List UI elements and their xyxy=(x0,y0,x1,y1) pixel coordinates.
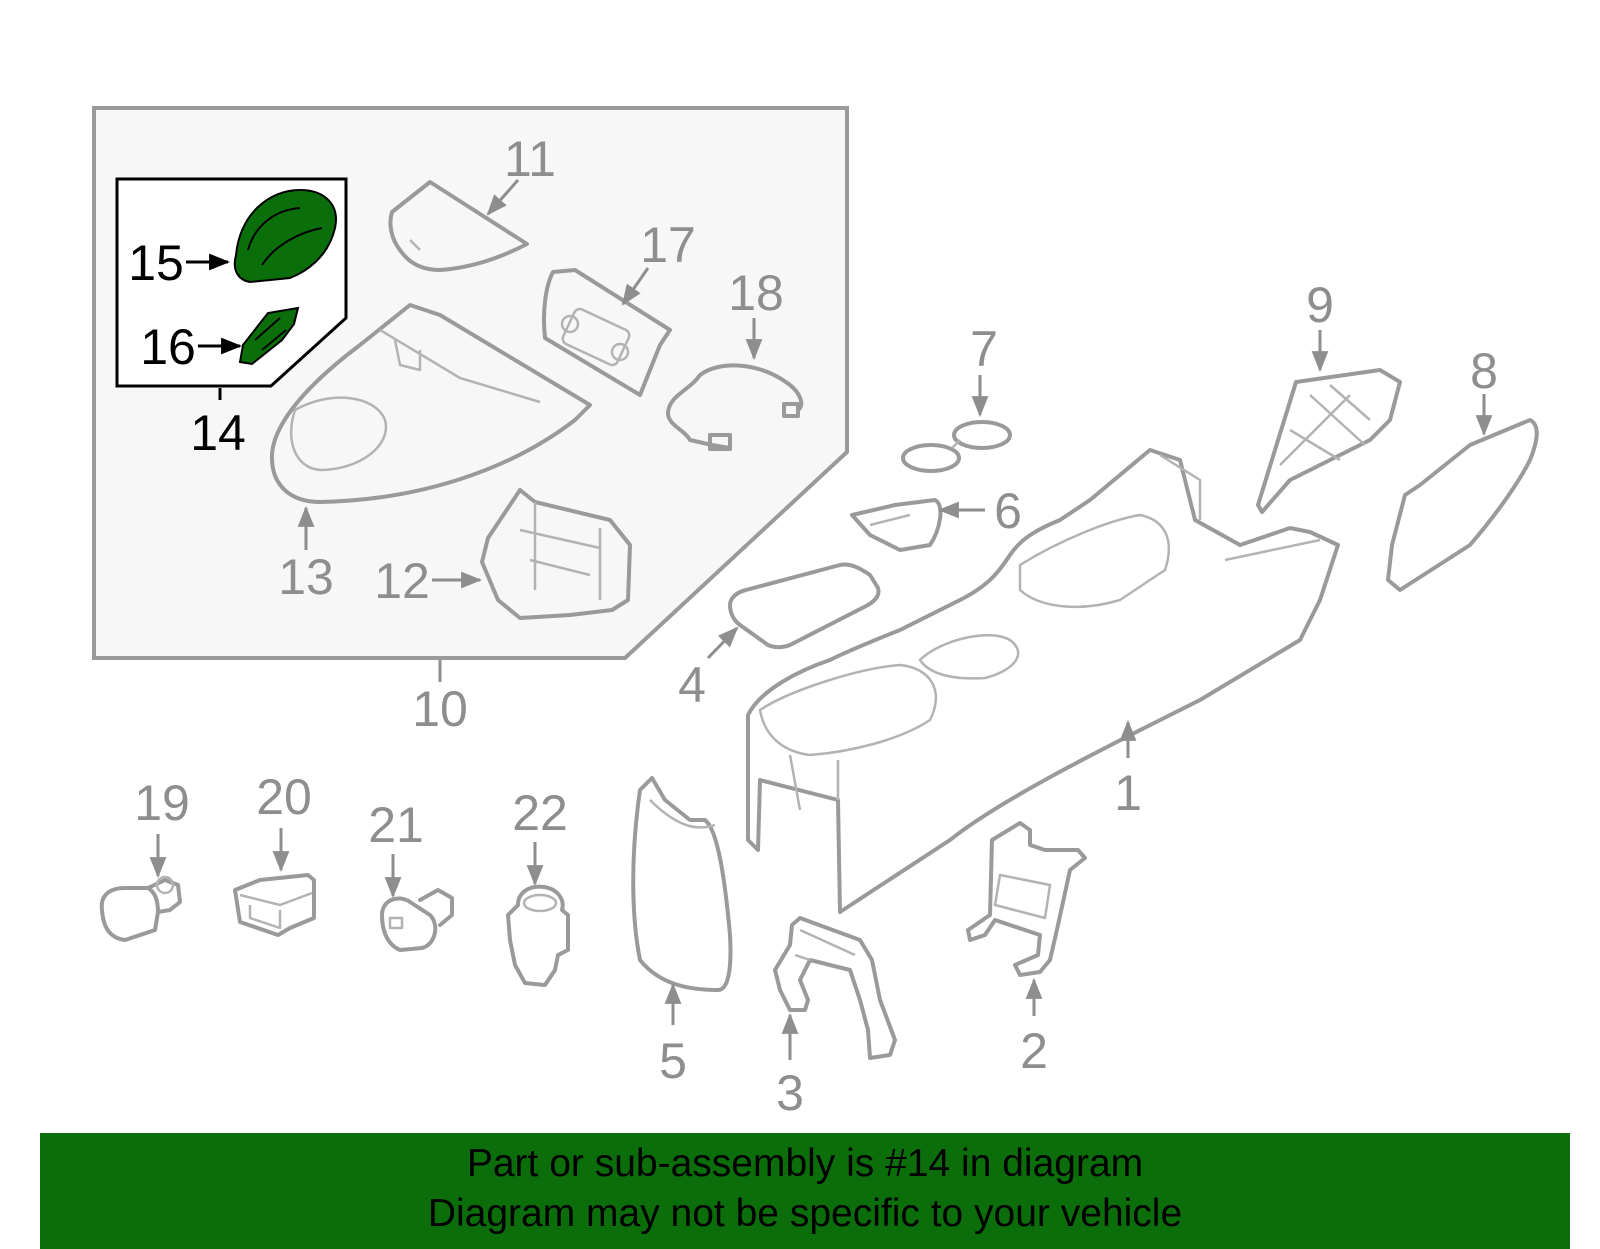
callout-14: 14 xyxy=(190,405,246,461)
part-19-switch[interactable] xyxy=(99,875,182,942)
part-2-bracket[interactable] xyxy=(966,821,1087,977)
callout-6: 6 xyxy=(994,483,1022,539)
callout-13: 13 xyxy=(278,549,334,605)
part-7-cup-rings[interactable] xyxy=(901,420,1012,473)
leader-4 xyxy=(706,626,739,660)
callout-18: 18 xyxy=(728,265,784,321)
callout-4: 4 xyxy=(678,657,706,713)
callout-21: 21 xyxy=(368,797,424,853)
callout-10: 10 xyxy=(412,681,468,737)
callout-8: 8 xyxy=(1470,343,1498,399)
callout-19: 19 xyxy=(134,775,190,831)
leader-17 xyxy=(621,267,650,306)
callout-9: 9 xyxy=(1306,277,1334,333)
callout-11: 11 xyxy=(504,131,556,187)
part-12-bracket[interactable] xyxy=(480,488,632,620)
callout-2: 2 xyxy=(1020,1023,1048,1079)
callout-20: 20 xyxy=(256,769,312,825)
leader-11 xyxy=(486,179,520,216)
callout-3: 3 xyxy=(776,1065,804,1121)
callout-12: 12 xyxy=(374,553,430,609)
part-1-console-body[interactable] xyxy=(746,448,1340,914)
banner-line-1: Part or sub-assembly is #14 in diagram xyxy=(466,1142,1144,1185)
callout-7: 7 xyxy=(970,321,998,377)
callout-5: 5 xyxy=(659,1033,687,1089)
part-22-switch[interactable] xyxy=(506,884,570,987)
part-5-end-panel[interactable] xyxy=(631,776,733,992)
part-16-insert[interactable] xyxy=(238,306,300,366)
callout-1: 1 xyxy=(1114,765,1142,821)
part-6-insert[interactable] xyxy=(850,498,943,552)
part-15-cover[interactable] xyxy=(233,188,337,284)
callout-22: 22 xyxy=(512,785,568,841)
callout-17: 17 xyxy=(640,217,696,273)
part-4-mat[interactable] xyxy=(728,562,881,650)
callout-16: 16 xyxy=(140,319,196,375)
part-20-usb-port[interactable] xyxy=(233,873,316,937)
part-13-console-trim[interactable] xyxy=(269,303,592,504)
banner-line-2: Diagram may not be specific to your vehi… xyxy=(427,1192,1183,1235)
info-banner: Part or sub-assembly is #14 in diagram D… xyxy=(40,1133,1570,1249)
part-21-power-outlet[interactable] xyxy=(380,888,454,952)
part-9-side-panel[interactable] xyxy=(1256,368,1402,514)
part-3-bracket[interactable] xyxy=(773,916,897,1060)
part-17-switch-panel[interactable] xyxy=(541,268,672,397)
callout-15: 15 xyxy=(128,235,184,291)
part-8-side-cover[interactable] xyxy=(1386,418,1539,592)
part-11-lid[interactable] xyxy=(388,180,529,272)
part-18-wiring-harness[interactable] xyxy=(666,363,804,451)
